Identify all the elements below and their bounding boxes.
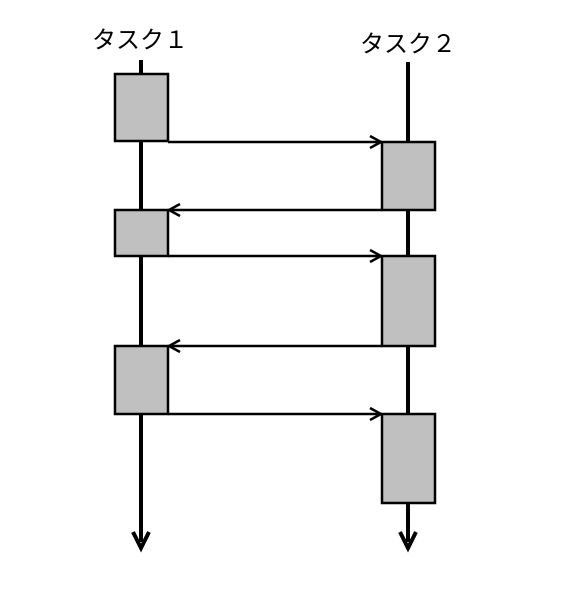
message-arrow-3 [168,248,384,264]
message-arrow-4 [166,338,382,354]
task1-activation-2 [113,208,170,258]
task1-label: タスク１ [92,26,188,54]
task1-activation-3 [113,344,170,416]
task2-activation-3 [380,412,437,505]
message-arrow-5 [168,406,384,422]
task2-activation-1 [380,140,437,212]
task2-label: タスク２ [360,30,456,58]
message-arrow-1 [168,134,384,150]
task1-activation-1 [113,72,170,143]
task2-activation-2 [380,254,437,348]
message-arrow-2 [166,202,382,218]
task1-lifeline-arrowhead [131,531,151,553]
task2-lifeline-arrowhead [398,531,418,553]
